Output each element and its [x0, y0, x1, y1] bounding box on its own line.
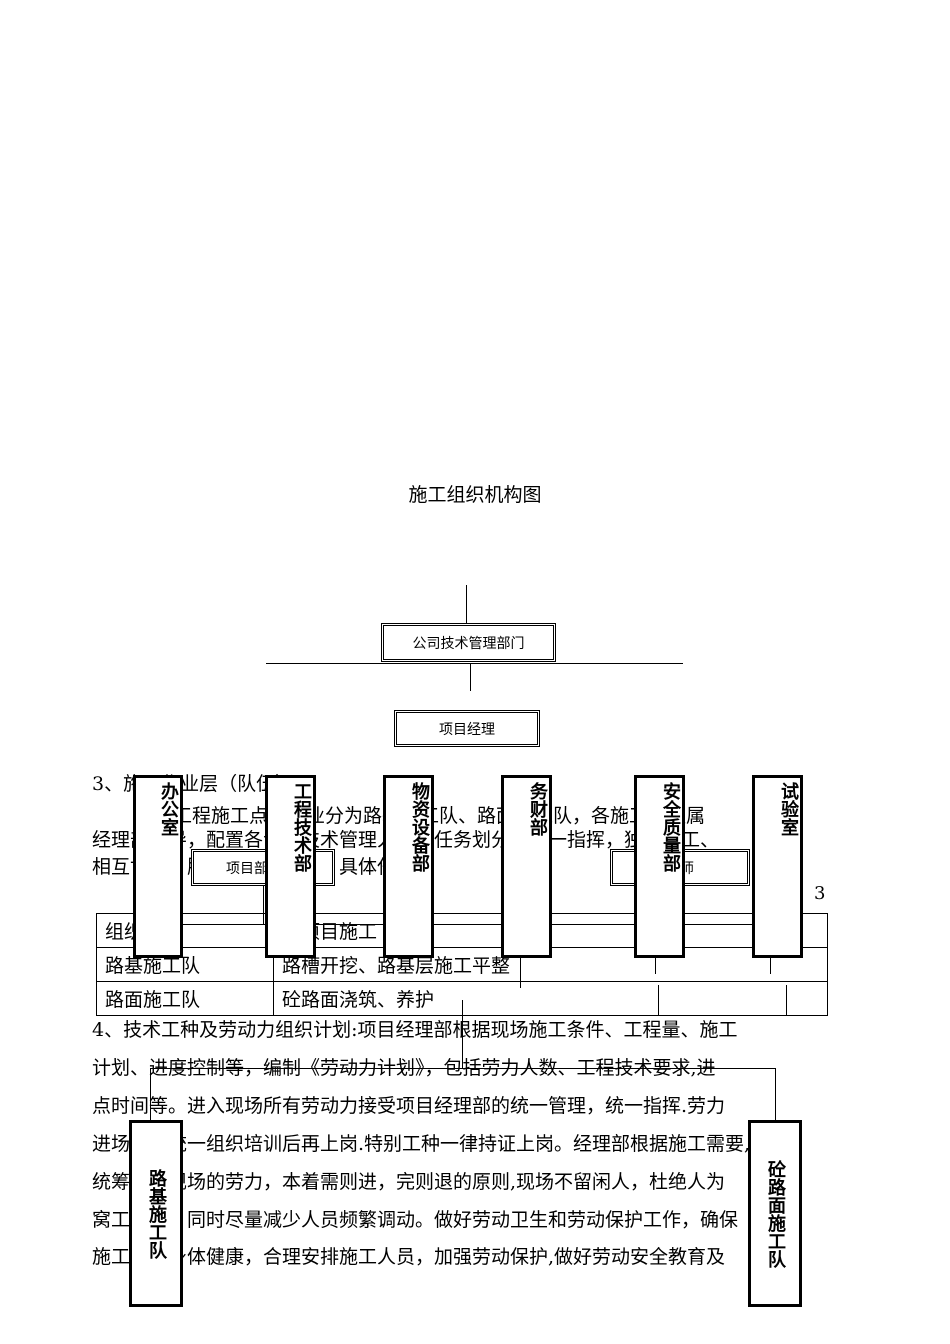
team-connector: [150, 1068, 775, 1069]
dept-drop-line: [658, 985, 659, 1015]
table-row: 路面施工队 砼路面浇筑、养护: [96, 981, 828, 1016]
center-drop-line: [462, 1000, 463, 1068]
dept-lab: 试验室: [752, 775, 803, 958]
table-row: 组织名称 分项目施工: [96, 913, 828, 948]
team-label: 路基施工队: [146, 1168, 167, 1259]
dept-materials: 物资设备部: [383, 775, 434, 958]
dept-drop-line: [655, 958, 656, 974]
team-drop-line: [150, 1068, 151, 1120]
section4-line-6: 窝工现象，同时尽量减少人员频繁调动。做好劳动卫生和劳动保护工作，确保: [92, 1209, 739, 1231]
dept-label: 务财部: [527, 782, 548, 836]
company-dept-label: 公司技术管理部门: [412, 635, 525, 652]
dept-connector-top: [155, 924, 795, 925]
connector-line: [470, 663, 471, 691]
dept-drop-line: [770, 958, 771, 974]
section4-line-4: 进场后，统一组织培训后再上岗.特别工种一律持证上岗。经理部根据施工需要,: [92, 1133, 751, 1155]
table-cell: 组织名称: [96, 913, 274, 948]
table-cell: 路基施工队: [96, 947, 274, 982]
section4-line-7: 施工人员身体健康，合理安排施工人员，加强劳动保护,做好劳动安全教育及: [92, 1246, 726, 1268]
section3-heading: 3、施工作业层（队伍）: [92, 773, 295, 795]
dept-label: 试验室: [778, 782, 799, 836]
dept-label: 物资设备部: [409, 782, 430, 872]
table-cell: 路面施工队: [96, 981, 274, 1016]
dept-engineering: 工程技术部: [265, 775, 316, 958]
dept-office: 办公室: [133, 775, 183, 958]
dept-safety-quality: 安全质量部: [634, 775, 685, 958]
dept-finance: 务财部: [501, 775, 552, 958]
arrow-line: [466, 585, 467, 625]
team-label: 砼路面施工队: [765, 1159, 786, 1268]
team-drop-line: [775, 1068, 776, 1120]
sub-connector: [263, 886, 264, 924]
project-sub-label: 项目部: [226, 860, 268, 877]
section4-line-1: 4、技术工种及劳动力组织计划:项目经理部根据现场施工条件、工程量、施工: [92, 1019, 738, 1041]
dept-drop-line: [786, 985, 787, 1015]
dept-drop-line: [520, 958, 521, 988]
project-manager-label: 项目经理: [439, 721, 495, 738]
dept-label: 安全质量部: [660, 782, 681, 872]
team-roadbed: 路基施工队: [129, 1120, 183, 1307]
company-dept-box: 公司技术管理部门: [381, 623, 556, 662]
project-manager-box: 项目经理: [394, 710, 540, 747]
section4-line-5: 统筹安排现场的劳力，本着需则进，完则退的原则,现场不留闲人，杜绝人为: [92, 1171, 726, 1193]
chart-title: 施工组织机构图: [408, 484, 542, 506]
section4-line-3: 点时间等。进入现场所有劳动力接受项目经理部的统一管理，统一指挥.劳力: [92, 1095, 726, 1117]
dept-label: 办公室: [158, 782, 179, 836]
divider-line: [266, 663, 683, 664]
team-pavement: 砼路面施工队: [748, 1120, 802, 1307]
table-cell: 砼路面浇筑、养护: [273, 981, 828, 1016]
page-mark: 3: [814, 883, 826, 904]
table-row: 路基施工队 路槽开挖、路基层施工平整: [96, 947, 828, 982]
dept-label: 工程技术部: [291, 782, 312, 872]
